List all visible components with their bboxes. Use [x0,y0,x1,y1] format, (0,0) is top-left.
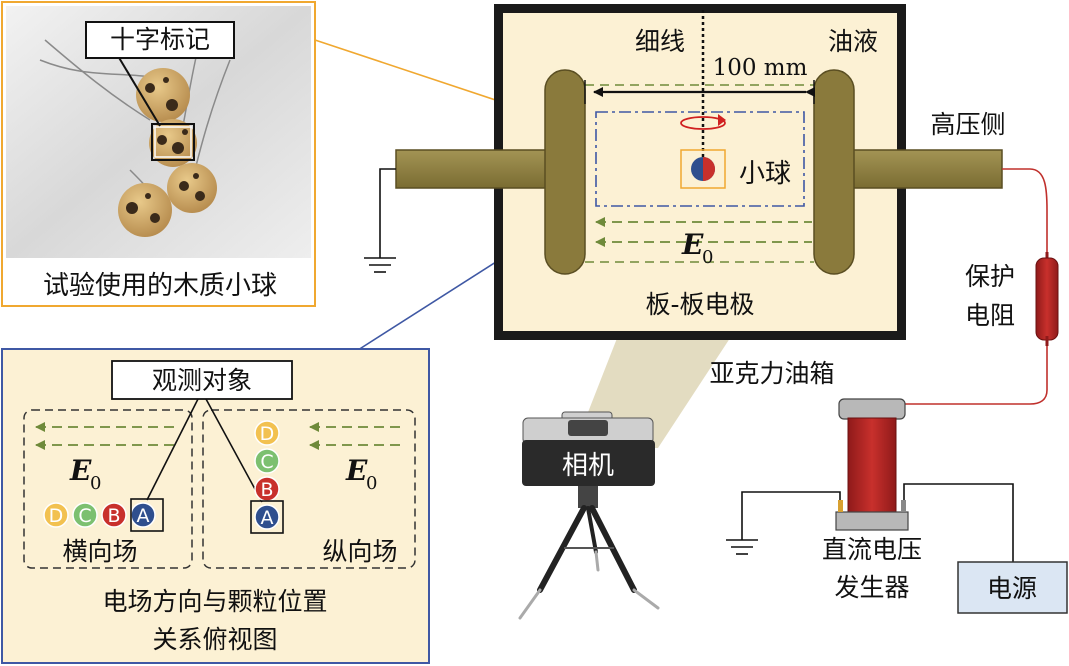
inset-ball-letter: C [78,505,91,527]
ball-highlight-box [680,149,726,189]
inset-ball-circle [72,502,98,528]
inset-ball-c: C [254,448,280,474]
high-voltage-label: 高压侧 [930,110,1005,139]
rotation-arrowhead [718,114,726,126]
transverse-target-box [130,498,164,532]
inset-ball-c: C [72,502,98,528]
wooden-ball [149,119,197,167]
ball-label: 小球 [739,159,791,189]
dc-generator [835,398,909,531]
ball-sphere-half [703,157,715,181]
object-label: 观测对象 [152,366,252,395]
inset-frame [1,348,430,664]
cross-mark-label-box [85,21,235,59]
camera: 相机 [522,411,655,486]
cross-mark-highlight-inner [154,126,192,158]
inset-caption-line1: 电场方向与颗粒位置 [102,587,327,616]
object-label-box [111,360,293,400]
generator-ground-wire [741,491,841,540]
inset-ball-letter: A [137,505,150,527]
inset-ball-b: B [101,502,127,528]
object-leader-right [205,398,263,503]
photo-panel: 十字标记 试验使用的木质小球 [1,1,316,307]
inset-field-subscript-left: 0 [90,473,101,494]
longitudinal-label: 纵向场 [322,537,397,566]
cross-mark-highlight [151,123,195,161]
wooden-ball [167,163,217,213]
inset-ball-circle [101,502,127,528]
protective-resistor [1035,252,1059,346]
high-voltage-wire [1002,168,1048,252]
photo-caption: 试验使用的木质小球 [43,271,277,301]
inset-ball-letter: B [260,479,273,501]
generator-label-line2: 发生器 [834,573,909,602]
wire-label: 细线 [635,27,685,56]
cross-mark-leader [117,55,161,127]
inset-ball-circle [254,420,280,446]
inset-ball-circle [254,504,280,530]
inset-ball-a: A [254,504,280,530]
right-electrode-plate [813,69,855,275]
string-line [194,59,231,171]
longitudinal-field-region [202,409,416,569]
transverse-field-region [23,409,193,569]
wooden-ball [118,183,172,237]
left-electrode-rod [395,149,551,189]
object-leader-left [146,398,199,501]
field-label-subscript: 0 [702,247,713,268]
inset-field-subscript-right: 0 [366,473,377,494]
transverse-label: 横向场 [62,537,137,566]
oil-label: 油液 [828,27,878,56]
electrode-label: 板-板电极 [645,290,754,319]
resistor-label-line1: 保护 [965,262,1015,291]
inset-ball-letter: A [261,507,274,529]
inset-ball-letter: B [107,505,120,527]
power-supply-box [957,561,1068,614]
right-electrode-rod [847,149,1003,189]
inset-ball-d: D [254,420,280,446]
inset-field-label-left: E [69,454,92,487]
longitudinal-target-box [250,500,284,534]
tank-label: 亚克力油箱 [709,359,834,388]
tripod [518,486,660,620]
resistor-label-line2: 电阻 [965,301,1015,330]
power-supply-wire [903,483,1014,562]
inset-field-label-right: E [345,454,368,487]
ground-symbol-left [364,168,396,273]
resistor-to-generator-wire [904,346,1048,405]
inset-ball-d: D [43,502,69,528]
inset-ball-circle [43,502,69,528]
inset-ball-circle [254,448,280,474]
cross-mark-label: 十字标记 [110,25,210,54]
inset-ball-a: A [130,502,156,528]
camera-label: 相机 [562,451,614,481]
ground-symbol-right [726,539,758,555]
inset-ball-letter: D [49,505,64,527]
rotation-indicator [680,116,726,130]
wooden-ball [136,68,190,122]
observation-region [595,111,805,207]
inset-ball-b: B [254,476,280,502]
inset-ball-letter: C [260,451,273,473]
gap-label: 100 mm [713,55,808,81]
left-electrode-plate [544,69,586,275]
string-line [44,39,151,121]
generator-label-line1: 直流电压 [822,535,922,564]
camera-body [522,440,655,486]
power-supply-label: 电源 [987,574,1037,603]
field-label: E [681,228,704,261]
inset-caption-line2: 关系俯视图 [152,625,277,654]
inset-ball-letter: D [260,423,275,445]
